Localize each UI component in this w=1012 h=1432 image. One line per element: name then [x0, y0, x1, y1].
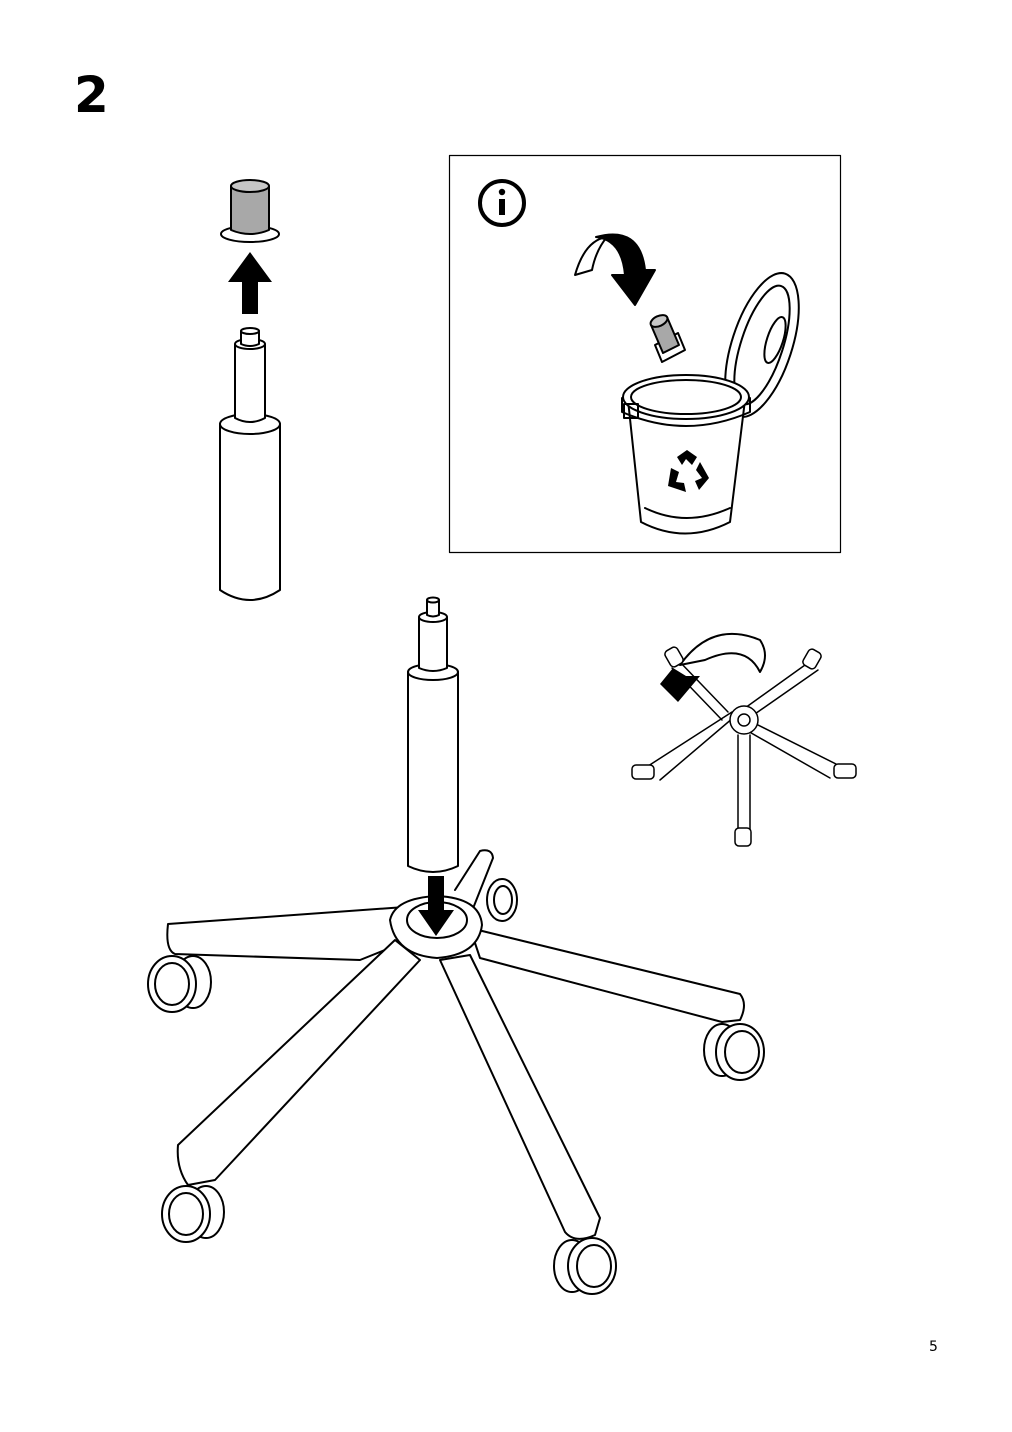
- caster-front-left: [161, 1185, 225, 1243]
- protective-cap: [220, 179, 280, 243]
- step-number: 2: [74, 66, 109, 124]
- gas-cylinder: [219, 327, 281, 601]
- lift-up-arrow-icon: [228, 252, 272, 314]
- recycle-icon: [668, 450, 709, 492]
- page-number: 5: [929, 1339, 938, 1355]
- gas-cylinder-cap-removal: [219, 179, 281, 601]
- caster-right: [703, 1023, 765, 1081]
- base-underside: [631, 646, 857, 847]
- curved-arrow-icon: [574, 233, 656, 306]
- cylinder-inserted: [407, 596, 459, 873]
- caster-left: [147, 955, 212, 1013]
- caster-front-right: [553, 1237, 617, 1295]
- recycling-bin: [621, 272, 800, 535]
- insert-down-arrow-icon: [418, 876, 454, 936]
- star-base: [147, 849, 765, 1295]
- flip-base-illustration: [631, 632, 857, 847]
- base-assembly: [147, 596, 765, 1295]
- caster-back: [486, 878, 518, 922]
- info-box: [448, 154, 842, 554]
- flip-arrow-icon: [660, 632, 766, 702]
- small-cap: [649, 314, 686, 363]
- info-icon: [478, 179, 526, 227]
